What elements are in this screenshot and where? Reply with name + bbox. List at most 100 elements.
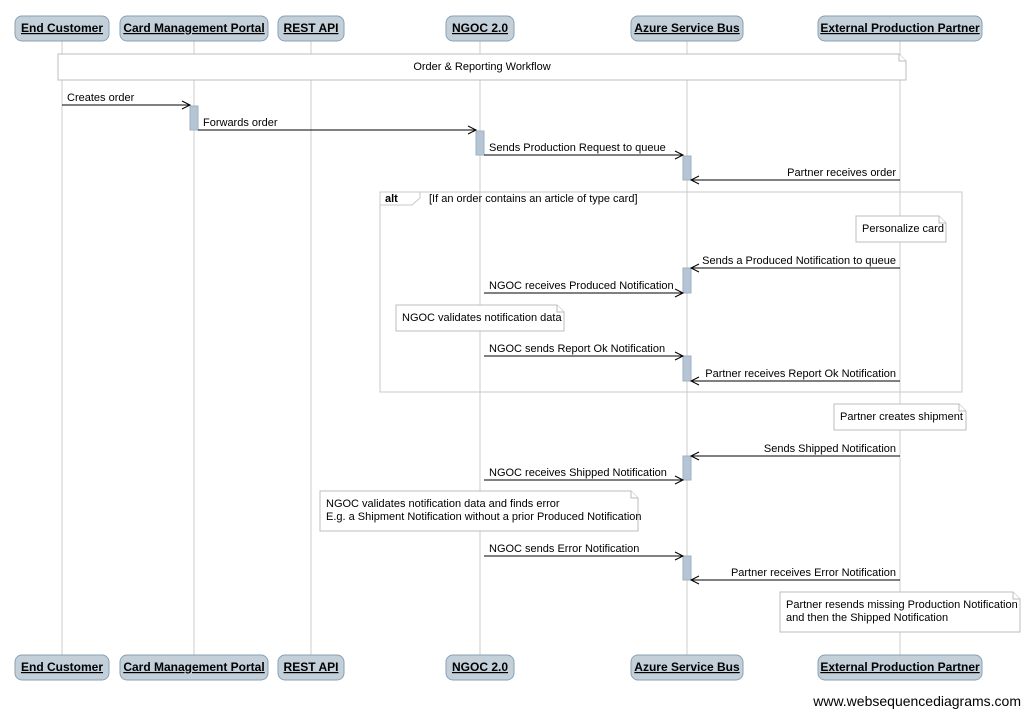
participant-box [817,654,983,681]
message-label: NGOC receives Shipped Notification [489,467,667,479]
participant-label: REST API [284,660,339,674]
participant-label: End Customer [21,660,103,674]
note-fold [630,491,638,499]
note-text: and then the Shipped Notification [786,612,948,624]
participant-label: End Customer [21,21,103,35]
message-label: Sends a Produced Notification to queue [702,255,896,267]
participant-bus-bottom: Azure Service Bus [630,654,744,681]
message-5: Sends a Produced Notification to queue [689,255,900,273]
participant-box [817,15,983,42]
message-label: Sends Production Request to queue [489,142,666,154]
activation-bar [189,105,199,131]
message-arrowhead [674,150,685,160]
participant-label: Azure Service Bus [634,660,740,674]
participant-box [277,654,345,681]
activation-bar [682,155,692,181]
message-2: Forwards order [198,117,478,135]
note-text: Order & Reporting Workflow [413,61,550,73]
participant-box [445,15,515,42]
note-text: E.g. a Shipment Notification without a p… [326,511,642,523]
note-5: Partner resends missing Production Notif… [779,591,1021,633]
note-text: NGOC validates notification data [402,312,562,324]
message-label: Partner receives Report Ok Notification [705,368,896,380]
participant-customer-bottom: End Customer [14,654,110,681]
message-label: NGOC sends Error Notification [489,543,639,555]
note-box [855,215,947,243]
note-text: Partner resends missing Production Notif… [786,599,1018,611]
participant-box [14,654,110,681]
note-4: NGOC validates notification data and fin… [319,490,642,532]
note-fold [938,216,946,224]
message-label: NGOC sends Report Ok Notification [489,343,665,355]
alt-frame-border [379,191,963,393]
participant-label: REST API [284,21,339,35]
participant-ngoc-bottom: NGOC 2.0 [445,654,515,681]
participant-ngoc-top: NGOC 2.0 [445,15,515,42]
activation-bar [475,130,485,156]
message-3: Sends Production Request to queue [484,142,685,160]
note-fold [1012,592,1020,600]
participant-api-bottom: REST API [277,654,345,681]
participant-partner-top: External Production Partner [817,15,983,42]
note-3: Partner creates shipment [833,403,967,431]
activation-bar [682,455,692,481]
participant-label: Azure Service Bus [634,21,740,35]
message-arrowhead [674,351,685,361]
message-label: Partner receives order [787,167,896,179]
participant-partner-bottom: External Production Partner [817,654,983,681]
participant-label: NGOC 2.0 [452,21,508,35]
message-label: Forwards order [203,117,278,129]
message-arrowhead [674,475,685,485]
note-box [779,591,1021,633]
participant-label: NGOC 2.0 [452,660,508,674]
message-7: NGOC sends Report Ok Notification [484,343,685,361]
participant-label: Card Management Portal [123,21,264,35]
message-arrowhead [467,125,478,135]
note-fold [556,305,564,313]
message-label: Sends Shipped Notification [764,443,896,455]
message-11: NGOC sends Error Notification [484,543,685,561]
message-arrowhead [689,575,700,585]
participant-box [445,654,515,681]
alt-frame-tab [379,191,421,206]
alt-frame-label: alt [385,193,398,205]
message-label: NGOC receives Produced Notification [489,280,674,292]
participant-portal-top: Card Management Portal [119,15,269,42]
participant-box [14,15,110,42]
note-text: Personalize card [862,223,944,235]
note-box [833,403,967,431]
watermark: www.websequencediagrams.com [813,693,1021,709]
message-4: Partner receives order [689,167,900,185]
note-1: Personalize card [855,215,947,243]
alt-frame: alt[If an order contains an article of t… [379,191,963,393]
message-12: Partner receives Error Notification [689,567,900,585]
participant-box [630,15,744,42]
message-arrowhead [689,175,700,185]
participant-portal-bottom: Card Management Portal [119,654,269,681]
note-text: Partner creates shipment [840,411,963,423]
message-9: Sends Shipped Notification [689,443,900,461]
note-title: Order & Reporting Workflow [57,53,907,81]
message-label: Partner receives Error Notification [731,567,896,579]
note-fold [898,54,906,62]
message-arrowhead [689,376,700,386]
message-label: Creates order [67,92,135,104]
note-2: NGOC validates notification data [395,304,565,332]
activation-bar [682,555,692,581]
participant-customer-top: End Customer [14,15,110,42]
note-text: NGOC validates notification data and fin… [326,498,560,510]
participant-box [630,654,744,681]
message-arrowhead [674,288,685,298]
note-box [57,53,907,81]
participant-label: External Production Partner [820,21,980,35]
message-arrowhead [181,100,192,110]
message-10: NGOC receives Shipped Notification [484,467,685,485]
activation-bar [682,267,692,294]
participant-box [119,15,269,42]
message-arrowhead [689,263,700,273]
note-box [319,490,639,532]
message-8: Partner receives Report Ok Notification [689,368,900,386]
participant-label: External Production Partner [820,660,980,674]
participant-bus-top: Azure Service Bus [630,15,744,42]
